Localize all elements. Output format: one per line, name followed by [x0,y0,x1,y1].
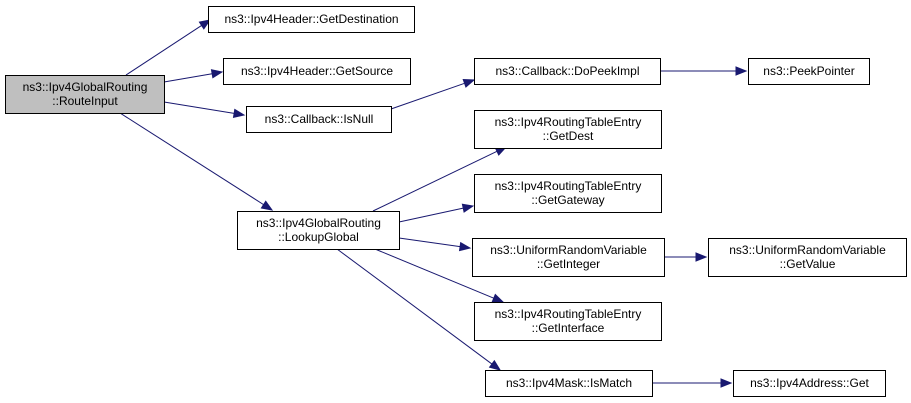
arrowhead-icon [462,78,476,88]
arrowhead-icon [232,108,246,118]
node-label: ::GetInteger [537,257,600,271]
edge-routeinput-to-lookupglobal [119,112,274,211]
node-label: ns3::Ipv4GlobalRouting [23,80,148,94]
arrowhead-icon [210,69,224,79]
node-isnull[interactable]: ns3::Callback::IsNull [246,106,392,133]
edge-lookupglobal-to-getinteger [398,237,472,252]
node-label: ns3::Callback::IsNull [265,112,374,126]
node-getvalue[interactable]: ns3::UniformRandomVariable::GetValue [708,238,907,277]
edge-routeinput-to-getdestination [125,19,212,76]
node-label: ::LookupGlobal [278,230,359,244]
edge-line [125,25,202,76]
edge-routeinput-to-getsource [163,69,224,83]
node-box [748,58,870,85]
node-label: ns3::Ipv4RoutingTableEntry [495,307,642,321]
node-ismatch[interactable]: ns3::Ipv4Mask::IsMatch [485,370,653,397]
edge-isnull-to-dopeekimpl [390,78,476,110]
edge-line [336,248,493,365]
node-box [223,58,411,85]
arrowhead-icon [735,66,748,76]
node-getsource[interactable]: ns3::Ipv4Header::GetSource [223,58,411,85]
node-box [472,238,665,277]
arrowhead-icon [491,293,505,303]
node-box [708,238,907,277]
edge-routeinput-to-isnull [163,101,246,118]
node-label: ::GetValue [780,257,836,271]
edge-line [374,248,494,299]
node-box [5,75,165,114]
node-label: ::GetDest [543,129,594,143]
arrowhead-icon [461,203,475,213]
edge-line [372,150,498,212]
node-label: ::RouteInput [52,94,118,108]
node-lookupglobal[interactable]: ns3::Ipv4GlobalRouting::LookupGlobal [237,211,400,250]
node-getdest[interactable]: ns3::Ipv4RoutingTableEntry::GetDest [474,110,662,149]
node-label: ns3::Ipv4Header::GetSource [241,64,393,78]
node-label: ns3::Ipv4Mask::IsMatch [506,376,632,390]
node-box [474,174,662,213]
node-box [208,6,415,33]
edge-lookupglobal-to-getgateway [398,203,475,223]
node-label: ns3::Ipv4Address::Get [750,376,869,390]
node-label: ns3::Ipv4RoutingTableEntry [495,179,642,193]
node-box [474,302,662,341]
node-label: ::GetGateway [531,193,604,207]
edge-line [163,73,213,83]
node-box [474,110,662,149]
node-addrget[interactable]: ns3::Ipv4Address::Get [733,370,886,397]
node-getinteger[interactable]: ns3::UniformRandomVariable::GetInteger [472,238,665,277]
node-label: ns3::PeekPointer [763,64,854,78]
node-peekpointer[interactable]: ns3::PeekPointer [748,58,870,85]
arrowhead-icon [260,200,274,211]
node-label: ns3::Ipv4Header::GetDestination [224,12,398,26]
edge-dopeekimpl-to-peekpointer [660,66,748,76]
node-label: ns3::Ipv4GlobalRouting [256,216,381,230]
node-box [237,211,400,250]
edge-line [398,207,464,223]
node-getinterface[interactable]: ns3::Ipv4RoutingTableEntry::GetInterface [474,302,662,341]
edge-ismatch-to-addrget [652,378,733,388]
nodes-layer: ns3::Ipv4GlobalRouting::RouteInputns3::I… [5,6,907,397]
node-label: ns3::Callback::DoPeekImpl [495,64,639,78]
edge-line [398,237,461,248]
arrowhead-icon [458,241,472,252]
node-getgateway[interactable]: ns3::Ipv4RoutingTableEntry::GetGateway [474,174,662,213]
edge-line [163,101,235,114]
arrowhead-icon [720,378,733,388]
node-box [474,58,661,85]
node-box [246,106,392,133]
node-getdestination[interactable]: ns3::Ipv4Header::GetDestination [208,6,415,33]
arrowhead-icon [695,252,708,262]
edge-lookupglobal-to-getinterface [374,248,505,303]
arrowhead-icon [488,359,502,371]
node-routeinput[interactable]: ns3::Ipv4GlobalRouting::RouteInput [5,75,165,114]
edge-line [119,112,264,206]
node-box [733,370,886,397]
node-label: ns3::UniformRandomVariable [490,243,647,257]
node-box [485,370,653,397]
node-label: ns3::UniformRandomVariable [729,243,886,257]
edge-lookupglobal-to-ismatch [336,248,502,371]
node-dopeekimpl[interactable]: ns3::Callback::DoPeekImpl [474,58,661,85]
arrowhead-icon [198,19,212,30]
edge-line [390,82,465,110]
node-label: ::GetInterface [532,321,605,335]
node-label: ns3::Ipv4RoutingTableEntry [495,115,642,129]
edges-layer [119,19,748,388]
edge-getinteger-to-getvalue [664,252,708,262]
